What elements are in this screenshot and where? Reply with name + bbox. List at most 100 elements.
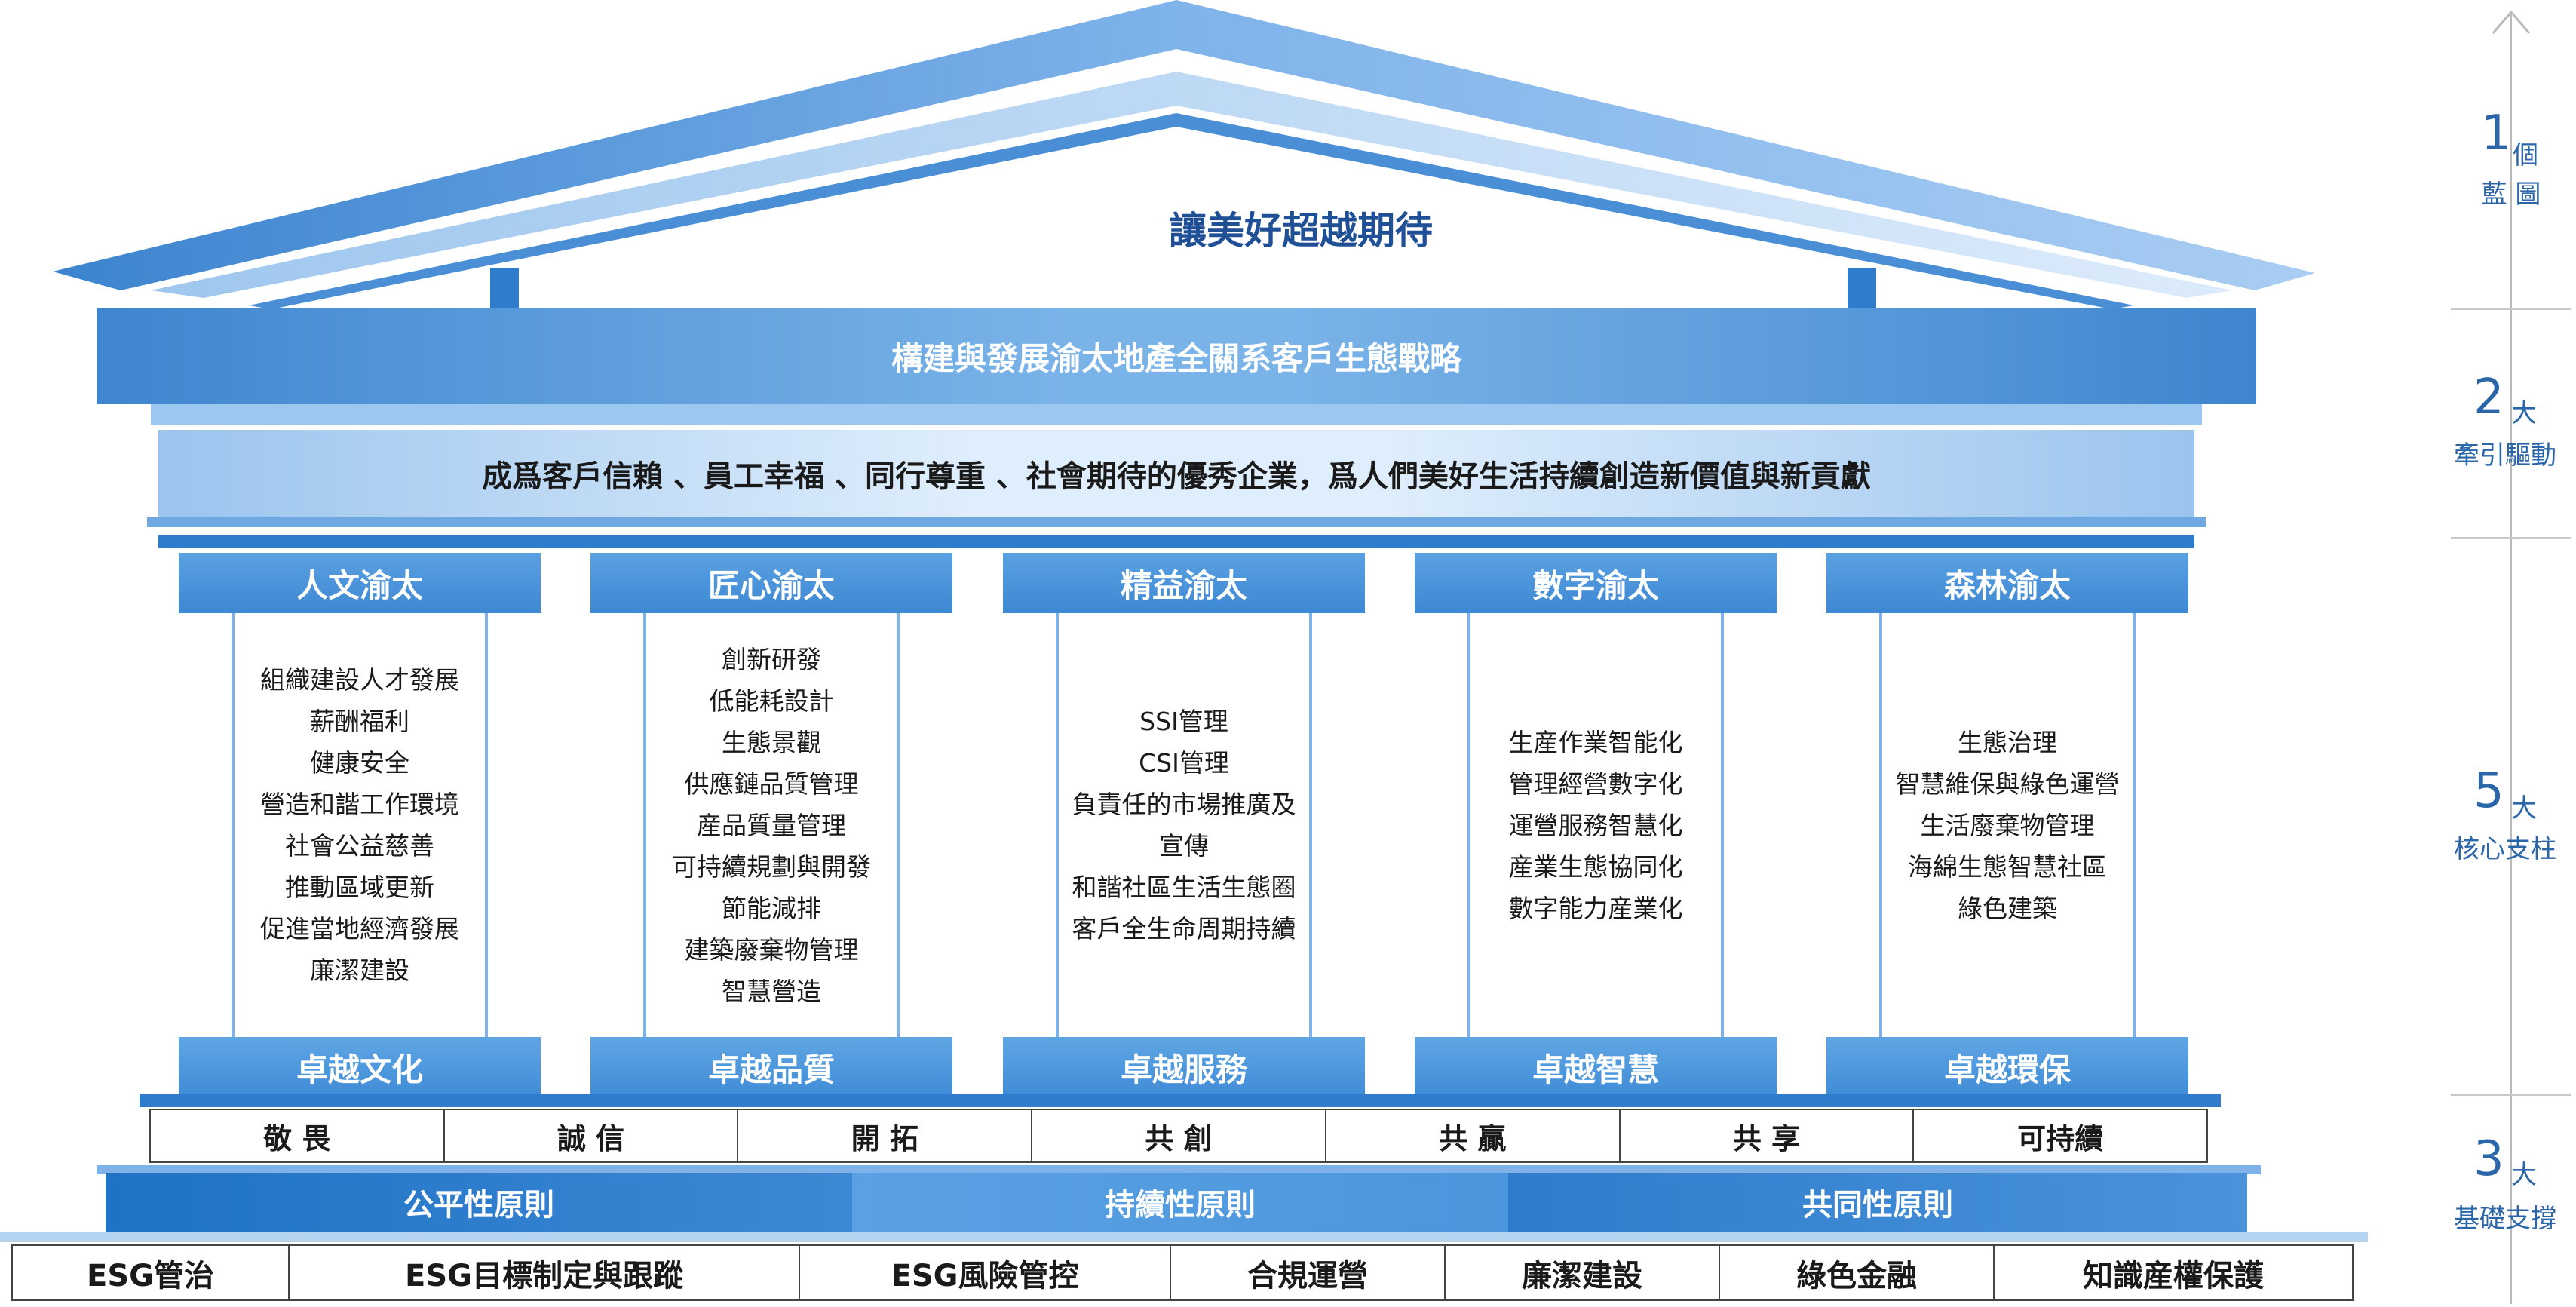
foundation-cell: 知識産權保護 <box>2083 1258 2264 1293</box>
pillar-item: 低能耗設計 <box>709 686 834 716</box>
pillar-items: 創新研發低能耗設計生態景觀供應鏈品質管理産品質量管理可持續規劃與開發節能減排建築… <box>672 639 871 1012</box>
pillar-item: 宣傳 <box>1159 831 1209 861</box>
foundation-cell: 廉潔建設 <box>1446 1246 1720 1299</box>
pillar-item: 廉潔建設 <box>310 956 409 985</box>
pillar-item: 薪酬福利 <box>310 707 409 736</box>
pillar-item: 供應鏈品質管理 <box>684 769 859 799</box>
pillar-item: 營造和諧工作環境 <box>260 790 459 819</box>
pillar-item: 建築廢棄物管理 <box>684 934 859 965</box>
pillar-item: SSI管理 <box>1139 707 1228 736</box>
scale-unit-pillars: 大 <box>2511 793 2537 824</box>
roof-right-support <box>1848 268 1876 309</box>
pillar-shaft: 生態治理智慧維保與綠色運營生活廢棄物管理海綿生態智慧社區綠色建築 <box>1879 613 2136 1037</box>
pillar-item: 運營服務智慧化 <box>1508 810 1683 840</box>
scale-num-drivers: 2 <box>2473 370 2504 425</box>
foundation-cell: 合規運營 <box>1171 1246 1446 1299</box>
scale-tick <box>2451 308 2571 310</box>
scale-num-pillars: 5 <box>2473 763 2504 819</box>
pillar-item: 社會公益慈善 <box>285 831 434 861</box>
value-cell: 可持續 <box>1912 1109 2209 1163</box>
pillar-item: 促進當地經濟發展 <box>260 914 459 943</box>
roof-left-support <box>490 268 519 309</box>
pillar-title: 匠心渝太 <box>590 553 952 613</box>
strategy-band: 構建與發展渝太地產全關系客戶生態戰略 <box>97 308 2256 404</box>
pillar-item: 和諧社區生活生態圈 <box>1072 873 1296 902</box>
value-cell: 共 贏 <box>1324 1109 1619 1163</box>
foundation-cell: ESG風險管控 <box>800 1246 1171 1299</box>
pillar-shaft: 生産作業智能化管理經營數字化運營服務智慧化産業生態協同化數字能力産業化 <box>1467 613 1724 1037</box>
values-row: 敬 畏誠 信開 拓共 創共 贏共 享可持續 <box>149 1109 2209 1163</box>
foundation-cell: ESG目標制定與跟蹤 <box>290 1246 800 1299</box>
pillar-item: 組織建設人才發展 <box>260 665 459 695</box>
pillar-item: 可持續規劃與開發 <box>672 851 871 882</box>
pillar-item: 智慧營造 <box>722 976 821 1006</box>
pillar-item: 數字能力産業化 <box>1508 893 1683 923</box>
scale-label-drivers: 牽引驅動 <box>2454 440 2556 471</box>
pillar-item: 生活廢棄物管理 <box>1920 810 2095 840</box>
pillar-item: 生態景觀 <box>722 727 821 757</box>
pillar-base: 卓越品質 <box>590 1037 952 1097</box>
scale-label-pillars: 核心支柱 <box>2454 834 2556 864</box>
pillar-base: 卓越服務 <box>1003 1037 1365 1097</box>
pillar-base: 卓越文化 <box>179 1037 541 1097</box>
scale-num-blueprint: 1 <box>2481 106 2512 161</box>
foundation-cell: 綠色金融 <box>1720 1246 1995 1299</box>
pillar-title: 人文渝太 <box>179 553 541 613</box>
roof <box>53 0 2315 309</box>
scale-num-foundation: 3 <box>2473 1131 2504 1187</box>
foundation-cell: ESG管治 <box>13 1246 290 1299</box>
pillar-item: 海綿生態智慧社區 <box>1908 851 2107 882</box>
pillar-item: 産業生態協同化 <box>1508 851 1683 882</box>
value-cell: 共 享 <box>1618 1109 1913 1163</box>
pillar-title: 森林渝太 <box>1826 553 2188 613</box>
pillar-shaft: 創新研發低能耗設計生態景觀供應鏈品質管理産品質量管理可持續規劃與開發節能減排建築… <box>643 613 900 1037</box>
scale-label-blueprint: 藍 圖 <box>2481 179 2541 210</box>
pillar-item: 生産作業智能化 <box>1508 727 1683 757</box>
scale-unit-blueprint: 個 <box>2513 140 2538 170</box>
strategy-band-underline <box>151 404 2202 425</box>
scale-label-foundation: 基礎支撐 <box>2454 1204 2556 1234</box>
scale-tick <box>2451 537 2571 539</box>
principles-row: 公平性原則 持續性原則 共同性原則 <box>106 1173 2247 1232</box>
pillar-base: 卓越環保 <box>1826 1037 2188 1097</box>
roof-title: 讓美好超越期待 <box>1169 209 1433 253</box>
principle-sustainability: 持續性原則 <box>852 1173 1508 1232</box>
pillar-items: 組織建設人才發展薪酬福利健康安全營造和諧工作環境社會公益慈善推動區域更新促進當地… <box>260 659 459 991</box>
pillar-item: 推動區域更新 <box>285 873 434 902</box>
vision-band-line <box>147 517 2206 527</box>
pillar-items: SSI管理 CSI管理負責任的市場推廣及宣傳和諧社區生活生態圈客戶全生命周期持續 <box>1072 701 1296 950</box>
pillar-shaft: SSI管理 CSI管理負責任的市場推廣及宣傳和諧社區生活生態圈客戶全生命周期持續 <box>1056 613 1312 1037</box>
pillar-shaft: 組織建設人才發展薪酬福利健康安全營造和諧工作環境社會公益慈善推動區域更新促進當地… <box>232 613 488 1037</box>
principle-fairness: 公平性原則 <box>106 1173 852 1232</box>
pillar-item: 健康安全 <box>310 748 409 778</box>
scale-unit-foundation: 大 <box>2511 1160 2537 1190</box>
pillar-title: 數字渝太 <box>1415 553 1777 613</box>
scale-axis <box>2510 11 2512 1304</box>
scale-unit-drivers: 大 <box>2511 398 2537 428</box>
pillar-title: 精益渝太 <box>1003 553 1365 613</box>
pillar-item: 綠色建築 <box>1958 893 2057 923</box>
value-cell: 共 創 <box>1031 1109 1325 1163</box>
vision-band-line-dark <box>158 535 2194 548</box>
pillar-item: 負責任的市場推廣及 <box>1072 790 1296 819</box>
principles-top-line <box>97 1165 2261 1174</box>
pillar-plinth <box>140 1094 2221 1107</box>
pillar-items: 生産作業智能化管理經營數字化運營服務智慧化産業生態協同化數字能力産業化 <box>1509 722 1683 929</box>
pillar-item: 創新研發 <box>722 644 821 674</box>
value-cell: 誠 信 <box>443 1109 738 1163</box>
value-cell: 開 拓 <box>737 1109 1032 1163</box>
pillar-item: 客戶全生命周期持續 <box>1072 914 1296 943</box>
pillar-items: 生態治理智慧維保與綠色運營生活廢棄物管理海綿生態智慧社區綠色建築 <box>1896 722 2120 929</box>
pillar-item: 管理經營數字化 <box>1508 769 1683 799</box>
pillar-base: 卓越智慧 <box>1415 1037 1777 1097</box>
value-cell: 敬 畏 <box>149 1109 443 1163</box>
principles-bottom-line <box>0 1232 2368 1242</box>
scale-tick <box>2451 1094 2571 1096</box>
pillar-item: 生態治理 <box>1958 727 2057 757</box>
foundation-row: ESG管治 ESG目標制定與跟蹤 ESG風險管控 合規運營 廉潔建設 綠色金融 … <box>11 1244 2354 1301</box>
pillar-item: CSI管理 <box>1139 748 1229 778</box>
vision-band: 成爲客戶信賴 、員工幸福 、同行尊重 、社會期待的優秀企業，爲人們美好生活持續創… <box>158 430 2194 517</box>
pillar-item: 節能減排 <box>722 893 821 923</box>
pillar-item: 智慧維保與綠色運營 <box>1895 769 2120 799</box>
pillar-item: 産品質量管理 <box>697 810 846 840</box>
